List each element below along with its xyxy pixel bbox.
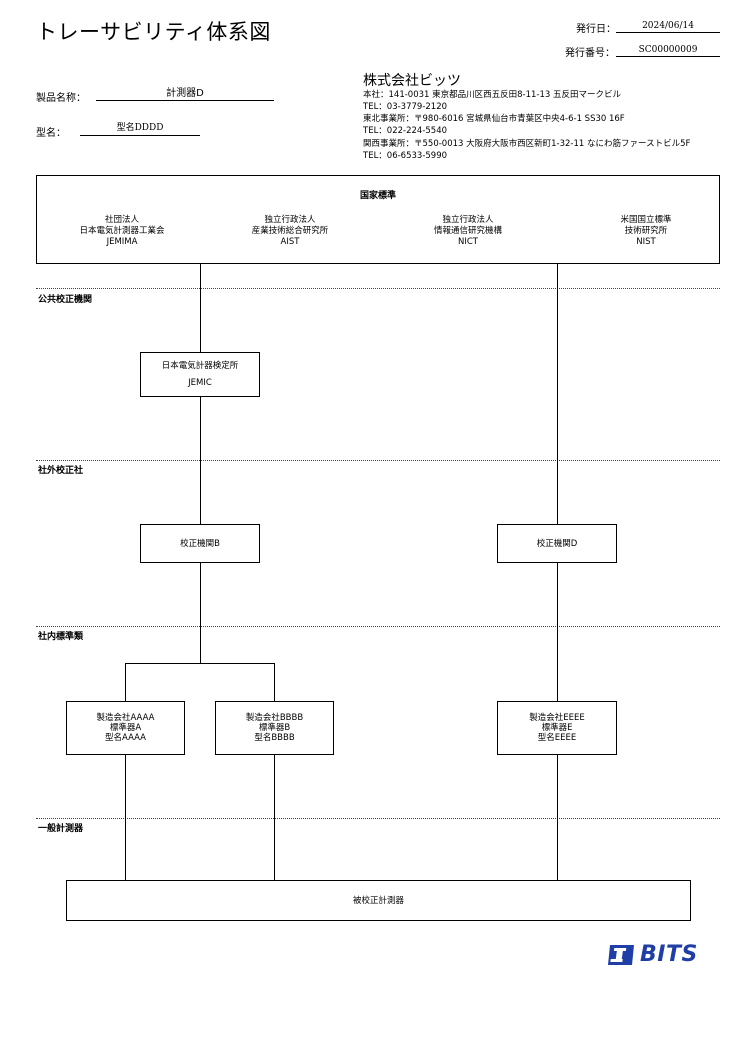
connector-line xyxy=(274,663,275,701)
connector-line xyxy=(200,264,201,352)
box-line: 校正機関B xyxy=(180,538,220,549)
product-name-label: 製品名称： xyxy=(36,93,86,104)
issue-date-value: 2024/06/14 xyxy=(616,20,720,33)
tel-head-office: TEL：03-3779-2120 xyxy=(363,102,448,112)
org-jemima: 社団法人 日本電気計測器工業会 JEMIMA xyxy=(47,215,197,248)
bits-logo-icon xyxy=(608,944,634,965)
org-aist: 独立行政法人 産業技術総合研究所 AIST xyxy=(215,215,365,248)
connector-line xyxy=(557,264,558,524)
jemic-box: 日本電気計器検定所 JEMIC xyxy=(140,352,260,397)
address-head-office: 本社：141-0031 東京都品川区西五反田8-11-13 五反田マークビル xyxy=(363,90,622,100)
box-line: 日本電気計器検定所 xyxy=(161,361,239,371)
section-divider xyxy=(36,626,720,627)
box-line: 標準器E xyxy=(541,723,573,733)
section-divider xyxy=(36,460,720,461)
issue-number-value: SC00000009 xyxy=(616,44,720,57)
box-line: JEMIC xyxy=(188,378,212,388)
connector-line xyxy=(125,663,274,664)
target-instrument-box: 被校正計測器 xyxy=(66,880,691,921)
standard-e-box: 製造会社EEEE 標準器E 型名EEEE xyxy=(497,701,617,755)
box-line: 被校正計測器 xyxy=(352,895,404,906)
org-line: JEMIMA xyxy=(106,237,138,247)
org-nist: 米国国立標準 技術研究所 NIST xyxy=(571,215,721,248)
org-line: NICT xyxy=(458,237,478,247)
national-standards-title: 国家標準 xyxy=(359,191,396,201)
box-line: 校正機関D xyxy=(536,538,578,549)
bits-logo: BITS xyxy=(606,942,698,967)
box-line: 型名AAAA xyxy=(105,733,146,743)
standard-a-box: 製造会社AAAA 標準器A 型名AAAA xyxy=(66,701,185,755)
page-title: トレーサビリティ体系図 xyxy=(36,20,271,44)
connector-line xyxy=(274,755,275,880)
org-nict: 独立行政法人 情報通信研究機構 NICT xyxy=(393,215,543,248)
tel-kansai: TEL：06-6533-5990 xyxy=(363,151,448,161)
company-name: 株式会社ビッツ xyxy=(363,73,461,89)
product-name-value: 計測器D xyxy=(96,87,274,101)
org-line: 独立行政法人 xyxy=(264,215,316,225)
connector-line xyxy=(557,755,558,880)
issue-date-label: 発行日： xyxy=(576,24,616,35)
box-line: 型名BBBB xyxy=(254,733,295,743)
org-line: 技術研究所 xyxy=(624,226,668,236)
standard-b-box: 製造会社BBBB 標準器B 型名BBBB xyxy=(215,701,334,755)
box-line: 標準器B xyxy=(258,723,291,733)
org-line: NIST xyxy=(636,237,656,247)
section-divider xyxy=(36,288,720,289)
calibration-org-b-box: 校正機関B xyxy=(140,524,260,563)
connector-line xyxy=(200,563,201,663)
section-general-instruments: 一般計測器 xyxy=(38,824,84,834)
box-line: 製造会社EEEE xyxy=(529,713,585,723)
connector-line xyxy=(125,755,126,880)
issue-number-label: 発行番号： xyxy=(565,48,615,59)
box-line: 標準器A xyxy=(109,723,142,733)
org-line: AIST xyxy=(280,237,300,247)
model-value: 型名DDDD xyxy=(80,122,200,136)
org-line: 情報通信研究機構 xyxy=(433,226,502,236)
bits-logo-text: BITS xyxy=(640,942,698,967)
address-kansai: 関西事業所：〒550-0013 大阪府大阪市西区新町1-32-11 なにわ筋ファ… xyxy=(363,139,691,149)
address-tohoku: 東北事業所：〒980-6016 宮城県仙台市青葉区中央4-6-1 SS30 16… xyxy=(363,114,625,124)
section-public-calibration: 公共校正機関 xyxy=(38,295,93,305)
org-line: 社団法人 xyxy=(104,215,139,225)
national-standards-box: 国家標準 社団法人 日本電気計測器工業会 JEMIMA 独立行政法人 産業技術総… xyxy=(36,175,720,264)
box-line: 製造会社AAAA xyxy=(96,713,155,723)
org-line: 独立行政法人 xyxy=(442,215,494,225)
connector-line xyxy=(200,397,201,524)
tel-tohoku: TEL：022-224-5540 xyxy=(363,126,448,136)
org-line: 米国国立標準 xyxy=(620,215,672,225)
org-line: 日本電気計測器工業会 xyxy=(79,226,165,236)
connector-line xyxy=(125,663,126,701)
box-line: 製造会社BBBB xyxy=(245,713,304,723)
section-internal-standards: 社内標準類 xyxy=(38,632,84,642)
box-line: 型名EEEE xyxy=(537,733,577,743)
section-external-calibration: 社外校正社 xyxy=(38,466,84,476)
org-line: 産業技術総合研究所 xyxy=(251,226,329,236)
section-divider xyxy=(36,818,720,819)
connector-line xyxy=(557,563,558,701)
calibration-org-d-box: 校正機関D xyxy=(497,524,617,563)
model-label: 型名： xyxy=(36,128,66,139)
